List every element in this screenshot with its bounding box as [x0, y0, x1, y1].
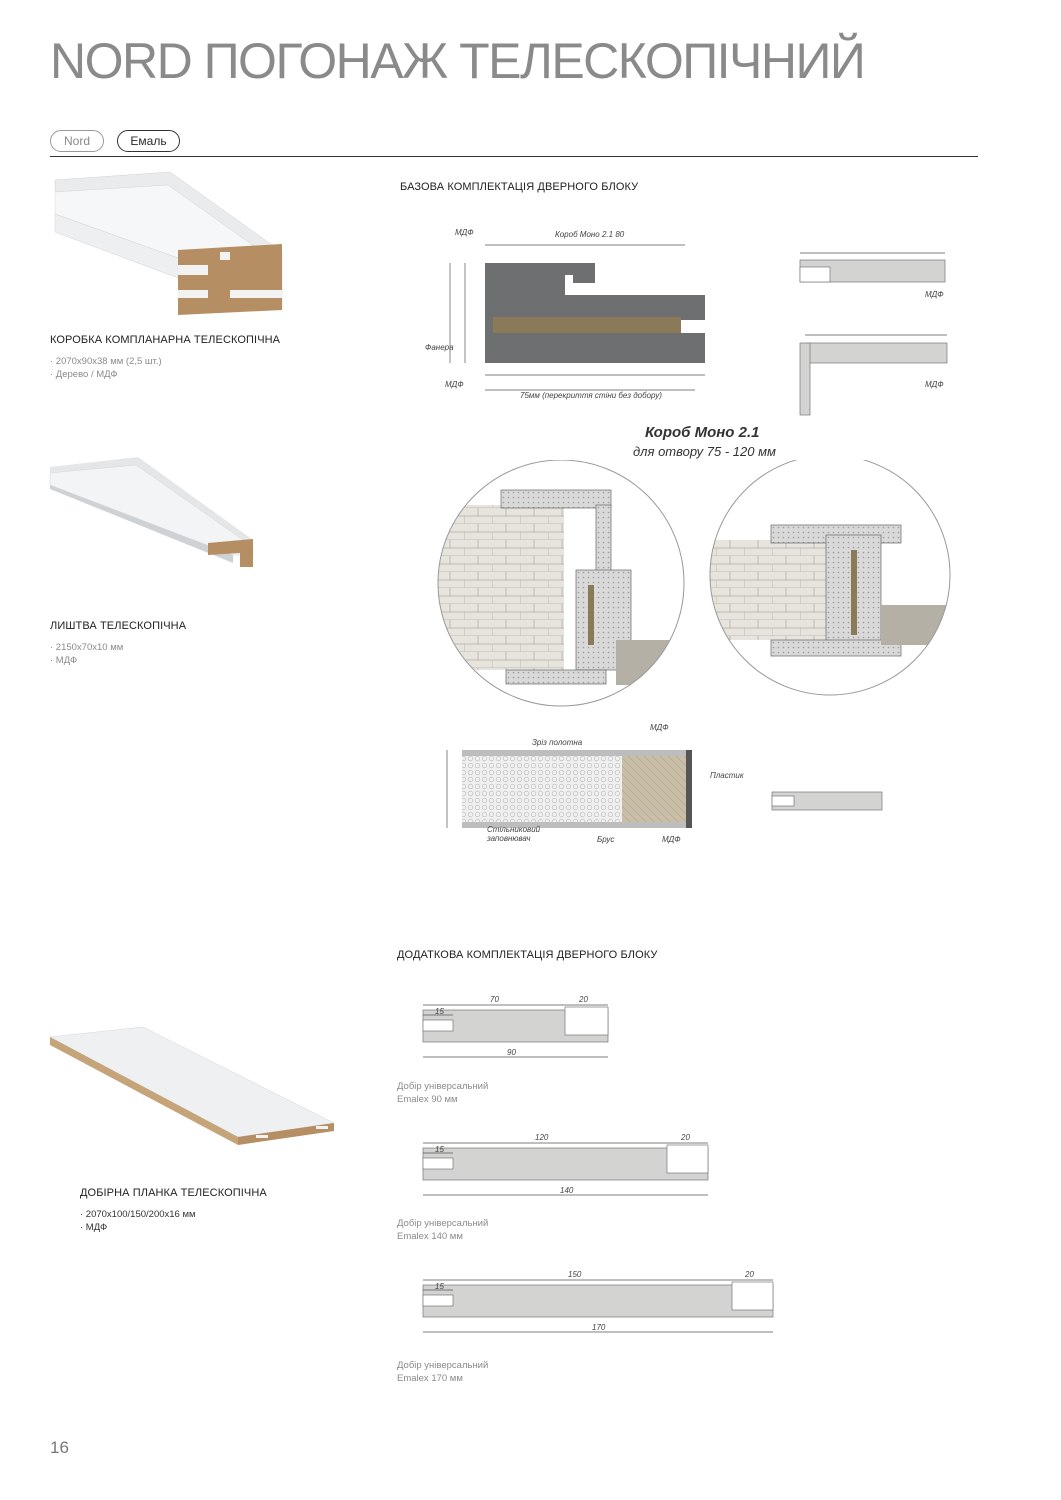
casing-profile-drawings: МДФ МДФ [799, 252, 948, 416]
label-overlap: 75мм (перекриття стіни без добору) [520, 391, 662, 400]
label-mdf-door-top: МДФ [650, 723, 669, 732]
page-number: 16 [50, 1438, 69, 1457]
header-divider [50, 156, 978, 157]
casing-product-image [49, 457, 254, 567]
ext170-caption-1: Добір універсальний [397, 1360, 489, 1371]
label-stilnykovyi: Стільниковий [487, 825, 541, 834]
product-spec-extension-1: · 2070х100/150/200х16 мм [80, 1209, 196, 1220]
ext140-dim-main: 120 [535, 1133, 549, 1142]
ext140-dim-slot: 15 [435, 1145, 444, 1154]
extension-90-drawing: 70 20 15 90 [422, 995, 609, 1058]
label-fanera: Фанера [425, 343, 454, 352]
label-zapovniuvach: заповнювач [486, 834, 531, 843]
ext90-caption-2: Emalex 90 мм [397, 1094, 458, 1105]
ext140-dim-right: 20 [680, 1133, 690, 1142]
box-subtitle: для отвору 75 - 120 мм [633, 444, 776, 459]
extension-140-drawing: 120 20 15 140 [422, 1133, 709, 1196]
ext140-caption-2: Emalex 140 мм [397, 1231, 463, 1242]
ext90-dim-main: 70 [490, 995, 499, 1004]
product-spec-extension-2: · МДФ [80, 1222, 108, 1233]
extension-170-drawing: 150 20 15 170 [422, 1270, 774, 1333]
ext90-dim-total: 90 [507, 1048, 516, 1057]
page-title: NORD ПОГОНАЖ ТЕЛЕСКОПІЧНИЙ [50, 33, 866, 89]
product-spec-frame-1: · 2070х90х38 мм (2,5 шт.) [50, 356, 162, 367]
additional-section-title: ДОДАТКОВА КОМПЛЕКТАЦІЯ ДВЕРНОГО БЛОКУ [397, 949, 658, 961]
label-korob: Короб Моно 2.1 80 [555, 230, 625, 239]
tab-nord[interactable]: Nord [50, 130, 104, 152]
label-mdf-casing-2: МДФ [925, 380, 944, 389]
label-brus: Брус [597, 835, 614, 844]
product-title-casing: ЛИШТВА ТЕЛЕСКОПІЧНА [50, 620, 187, 632]
ext170-caption-2: Emalex 170 мм [397, 1373, 463, 1384]
ext170-dim-main: 150 [568, 1270, 582, 1279]
product-title-extension: ДОБІРНА ПЛАНКА ТЕЛЕСКОПІЧНА [80, 1187, 267, 1199]
product-title-frame: КОРОБКА КОМПЛАНАРНА ТЕЛЕСКОПІЧНА [50, 334, 281, 346]
label-zriz: Зріз полотна [532, 738, 583, 747]
product-spec-casing-2: · МДФ [50, 655, 78, 666]
product-spec-frame-2: · Дерево / МДФ [50, 369, 118, 380]
label-mdf-top: МДФ [455, 228, 474, 237]
basic-section-title: БАЗОВА КОМПЛЕКТАЦІЯ ДВЕРНОГО БЛОКУ [400, 181, 639, 193]
ext90-dim-slot: 15 [435, 1007, 444, 1016]
label-mdf-bottom: МДФ [445, 380, 464, 389]
box-title: Короб Моно 2.1 [645, 424, 760, 441]
label-plastyk: Пластик [710, 771, 745, 780]
installation-detail-circles [437, 460, 951, 707]
ext170-dim-total: 170 [592, 1323, 606, 1332]
label-mdf-casing-1: МДФ [925, 290, 944, 299]
door-leaf-cross-section: Зріз полотна МДФ Пластик Стільниковий за… [446, 723, 883, 844]
ext140-dim-total: 140 [560, 1186, 574, 1195]
tab-emal[interactable]: Емаль [117, 130, 180, 152]
ext90-dim-right: 20 [578, 995, 588, 1004]
extension-product-image [49, 1026, 335, 1145]
ext140-caption-1: Добір універсальний [397, 1218, 489, 1229]
product-spec-casing-1: · 2150х70х10 мм [50, 642, 124, 653]
ext170-dim-slot: 15 [435, 1282, 444, 1291]
frame-cross-section-drawing: МДФ Короб Моно 2.1 80 Фанера МДФ 75мм (п… [425, 228, 705, 400]
label-mdf-door-bottom: МДФ [662, 835, 681, 844]
ext90-caption-1: Добір універсальний [397, 1081, 489, 1092]
frame-product-image [54, 171, 283, 315]
ext170-dim-right: 20 [744, 1270, 754, 1279]
